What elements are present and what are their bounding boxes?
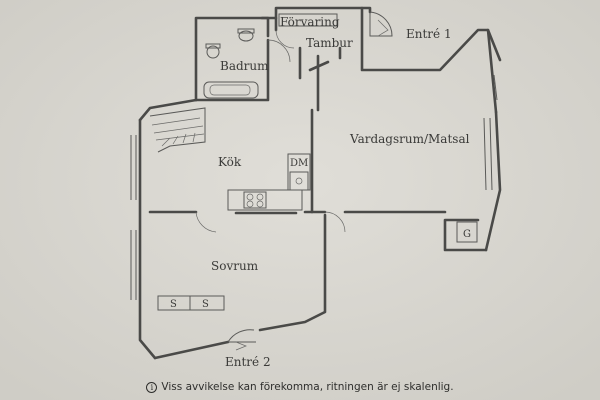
room-label-forvaring: Förvaring xyxy=(280,15,340,29)
room-label-entre2: Entré 2 xyxy=(225,355,271,369)
g-box xyxy=(456,221,478,243)
fixture-label-dm: DM xyxy=(290,158,308,169)
doors xyxy=(195,11,393,351)
storage-fixtures xyxy=(157,13,478,311)
bathtub-icon xyxy=(203,81,259,99)
room-label-kok: Kök xyxy=(218,155,242,169)
fixture-label-s2: S xyxy=(202,299,209,310)
fixture-label-g: G xyxy=(463,229,471,240)
entre2-door xyxy=(227,329,255,343)
toilet-icon xyxy=(206,45,220,59)
windows xyxy=(130,74,498,300)
room-label-vardagsrum: Vardagsrum/Matsal xyxy=(349,132,470,146)
kitchen-sink-icon xyxy=(289,171,309,191)
bathroom-fixtures xyxy=(203,28,259,99)
fixture-label-s1: S xyxy=(170,299,177,310)
wardrobe xyxy=(157,295,225,311)
room-label-sovrum: Sovrum xyxy=(211,259,259,273)
kitchen-fixtures xyxy=(227,153,311,211)
disclaimer-text: Viss avvikelse kan förekomma, ritningen … xyxy=(161,381,454,393)
storage-box xyxy=(278,13,338,27)
interior-walls xyxy=(148,38,447,215)
stove-icon xyxy=(243,191,267,209)
sink-icon xyxy=(238,30,254,42)
staircase xyxy=(149,107,206,153)
kitchen-counter xyxy=(227,189,303,211)
room-label-badrum: Badrum xyxy=(220,59,269,73)
room-label-entre1: Entré 1 xyxy=(406,27,452,41)
info-icon: i xyxy=(146,382,158,393)
room-label-tambur: Tambur xyxy=(306,36,353,50)
outer-walls xyxy=(138,6,502,360)
entre1-door xyxy=(369,11,393,37)
